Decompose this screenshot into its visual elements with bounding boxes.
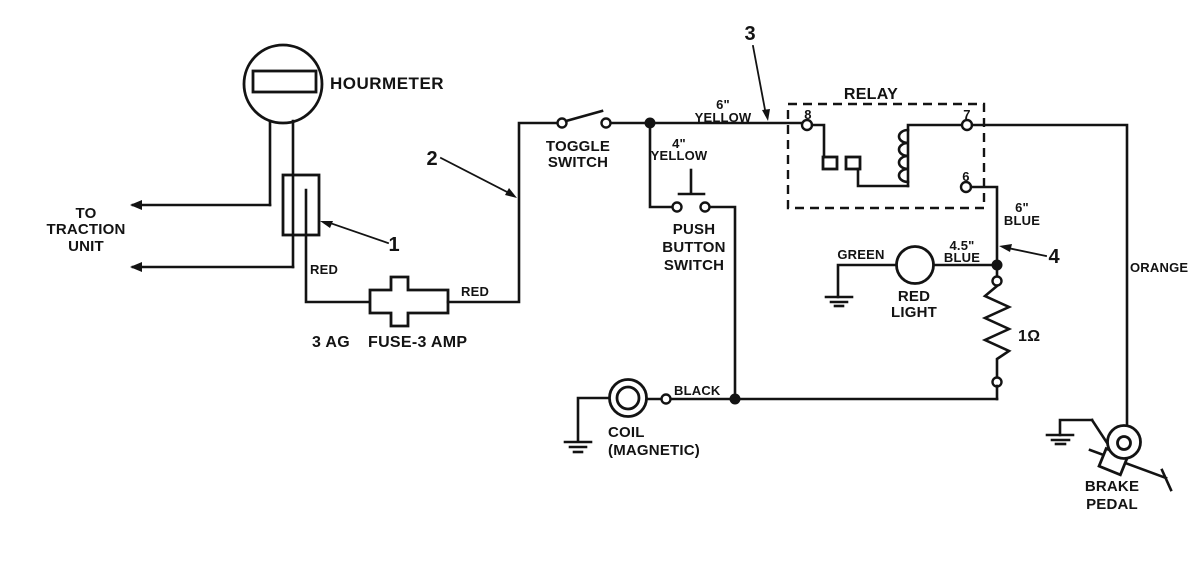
push-button-label-line1: PUSH xyxy=(673,221,715,238)
hourmeter-display-icon xyxy=(251,69,318,94)
traction-unit-label-line2: TRACTION xyxy=(46,221,125,238)
blue-4-5in-label-line1: 4.5" xyxy=(949,238,974,253)
coil-inner-icon xyxy=(615,385,641,411)
relay-terminal-7-label: 7 xyxy=(963,107,970,122)
callout-1-line xyxy=(328,221,390,245)
relay-dashed-box xyxy=(786,102,986,210)
callout-2: 2 xyxy=(426,148,517,198)
push-button-label-line2: BUTTON xyxy=(662,239,725,256)
toggle-lever-icon xyxy=(564,109,604,123)
arrow-left-icon xyxy=(130,200,142,210)
orange-wire-label: ORANGE xyxy=(1130,260,1188,275)
toggle-terminal-icon xyxy=(600,117,612,129)
relay-contact-icon xyxy=(821,155,839,171)
yellow-4in-label-line2: YELLOW xyxy=(651,148,708,163)
callout-4: 4 xyxy=(999,244,1060,268)
red-wire-right-label: RED xyxy=(461,284,489,299)
orange-wire xyxy=(970,123,1129,428)
black-wire-label: BLACK xyxy=(674,383,721,398)
resistor-symbol xyxy=(981,263,1013,401)
hourmeter-label: HOURMETER xyxy=(330,74,444,93)
push-button-label-line3: SWITCH xyxy=(664,257,724,274)
brake-pedal-symbol xyxy=(1045,418,1173,492)
red-light-symbol xyxy=(824,245,999,308)
arrow-left-icon xyxy=(130,262,142,272)
coil-outer-icon xyxy=(608,378,648,418)
green-wire-label: GREEN xyxy=(837,247,884,262)
blue-4-5in-label-line2: BLUE xyxy=(944,250,980,265)
relay-symbol xyxy=(786,102,986,210)
arrow-icon xyxy=(320,221,333,228)
traction-unit-label-line3: UNIT xyxy=(68,238,104,255)
yellow-wire-4in xyxy=(648,121,674,209)
callout-2-number: 2 xyxy=(426,148,437,170)
coil-label-line2: (MAGNETIC) xyxy=(608,442,700,459)
arrow-icon xyxy=(762,109,770,121)
resistor-zigzag-icon xyxy=(981,284,1013,380)
relay-terminal-6-label: 6 xyxy=(962,169,969,184)
callout-4-line xyxy=(1006,246,1048,258)
yellow-4in-label-line1: 4" xyxy=(672,136,686,151)
pedal-pivot-inner-icon xyxy=(1116,435,1132,451)
red-light-label-line2: LIGHT xyxy=(891,304,937,321)
green-wire xyxy=(836,263,898,299)
relay-internal-wire xyxy=(906,123,964,188)
fuse-label-part2: FUSE-3 AMP xyxy=(368,334,467,351)
callout-2-line xyxy=(439,156,511,195)
yellow-6in-label-line2: YELLOW xyxy=(695,110,752,125)
callout-3-line xyxy=(751,44,768,117)
callout-3: 3 xyxy=(744,23,770,121)
relay-internal-wire xyxy=(810,123,826,159)
red-light-bulb-icon xyxy=(895,245,935,285)
traction-unit-wires xyxy=(130,200,295,272)
arrow-icon xyxy=(505,188,517,198)
callout-1-number: 1 xyxy=(388,234,399,256)
relay-coil-icon xyxy=(897,128,910,184)
red-wire-left xyxy=(304,188,372,304)
fuse-holder-icon xyxy=(281,173,321,237)
resistor-value-label: 1Ω xyxy=(1018,328,1040,345)
fuse-label-part1: 3 AG xyxy=(312,334,350,351)
wire-to-ground xyxy=(576,396,611,443)
callout-3-number: 3 xyxy=(744,23,755,45)
traction-unit-label-line1: TO xyxy=(76,205,97,222)
relay-contact-icon xyxy=(844,155,862,171)
hourmeter-symbol xyxy=(242,43,324,269)
relay-internal-wire xyxy=(856,167,910,188)
red-wire-left-label: RED xyxy=(310,262,338,277)
brake-pedal-label-line1: BRAKE xyxy=(1085,478,1139,495)
pedal-pivot-outer-icon xyxy=(1106,424,1142,460)
red-wire-right xyxy=(446,121,558,304)
pedal-tip-icon xyxy=(1160,468,1173,492)
toggle-switch-symbol xyxy=(556,109,646,129)
wire-to-coil-junction xyxy=(708,205,737,401)
red-light-label-line1: RED xyxy=(898,288,930,305)
hourmeter-body-icon xyxy=(242,43,324,125)
toggle-switch-label-line2: SWITCH xyxy=(548,154,608,171)
relay-terminal-8-label: 8 xyxy=(804,107,811,122)
push-button-terminal-icon xyxy=(671,201,683,213)
coil-label-line1: COIL xyxy=(608,424,645,441)
callout-4-number: 4 xyxy=(1048,246,1060,268)
push-button-switch-symbol xyxy=(648,121,737,401)
brake-pedal-label-line2: PEDAL xyxy=(1086,496,1138,513)
yellow-6in-label-line1: 6" xyxy=(716,97,730,112)
magnetic-coil-symbol xyxy=(563,378,737,454)
wire-to-ground xyxy=(1058,418,1094,437)
coil-terminal-icon xyxy=(660,393,672,405)
relay-label: RELAY xyxy=(844,86,898,103)
toggle-terminal-icon xyxy=(556,117,568,129)
toggle-switch-label-line1: TOGGLE xyxy=(546,138,610,155)
arrow-icon xyxy=(999,244,1012,252)
callout-1: 1 xyxy=(320,221,400,256)
blue-wire-6in xyxy=(969,185,999,262)
push-button-terminal-icon xyxy=(699,201,711,213)
resistor-terminal-icon xyxy=(991,275,1003,287)
blue-6in-label-line2: BLUE xyxy=(1004,213,1040,228)
blue-6in-label-line1: 6" xyxy=(1015,200,1029,215)
fuse-icon xyxy=(368,275,450,328)
